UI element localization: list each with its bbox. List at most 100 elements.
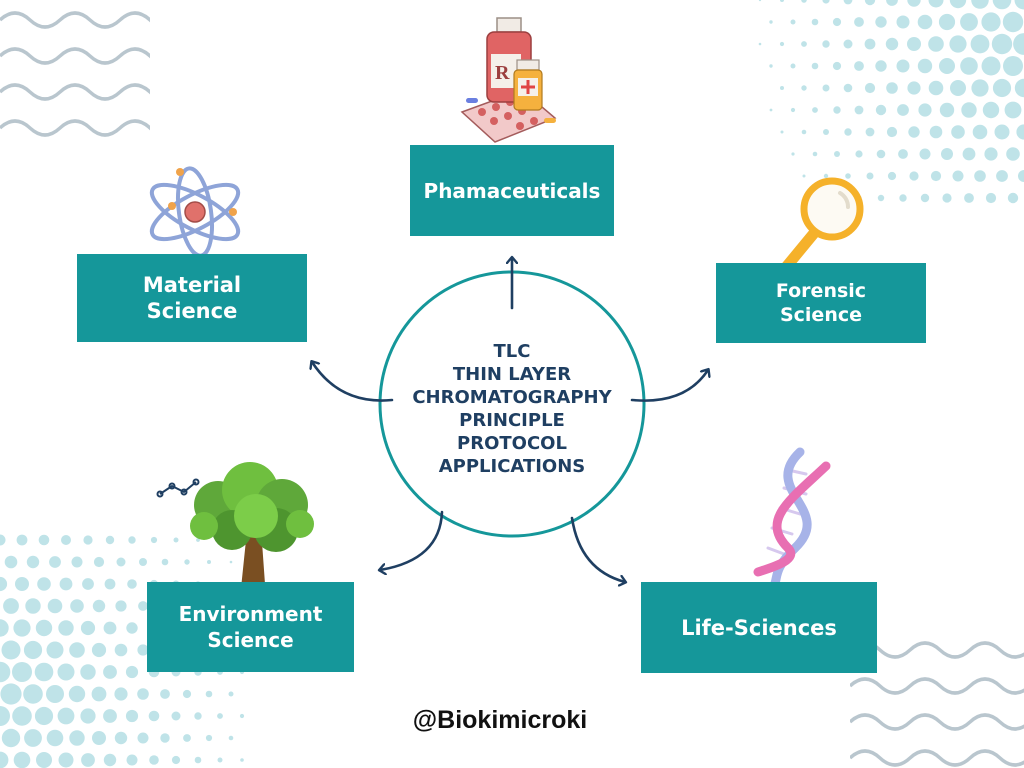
decor-dot [812, 107, 818, 113]
decor-dot [1004, 101, 1022, 119]
decor-dot [15, 577, 29, 591]
decor-dot [811, 62, 819, 70]
decor-dot [69, 642, 85, 658]
decor-dot [929, 125, 943, 139]
decor-dot [960, 57, 978, 75]
decor-dot [13, 619, 31, 637]
decor-dot [964, 193, 974, 203]
decor-dot [812, 151, 818, 157]
decor-dot [974, 170, 986, 182]
decor-dot [951, 125, 965, 139]
decor-dot [972, 124, 988, 140]
decor-dot [917, 14, 933, 30]
decor-dot [917, 58, 933, 74]
decor-dot [950, 80, 966, 96]
decor-dot [908, 126, 920, 138]
small-chart-doodle-icon [156, 478, 200, 498]
decor-dot [971, 79, 989, 97]
decor-dot [886, 82, 898, 94]
medicine-bottles-icon: R [460, 17, 557, 143]
center-title: TLC THIN LAYER CHROMATOGRAPHY PRINCIPLE … [390, 340, 634, 478]
decor-dot [907, 81, 921, 95]
decor-dot [854, 61, 864, 71]
decor-dot [12, 706, 32, 726]
decor-dot [822, 40, 830, 48]
decor-dot [70, 599, 84, 613]
decor-dot [790, 19, 796, 25]
decor-dot [1003, 56, 1023, 76]
decor-dot [918, 103, 932, 117]
decor-dot [843, 39, 853, 49]
decor-dot [875, 104, 887, 116]
box-material-science-line-2: Science [146, 299, 238, 323]
decor-dot [981, 12, 1001, 32]
decor-dot [38, 534, 50, 546]
decor-dot [184, 559, 190, 565]
decor-dot [114, 643, 128, 657]
decor-dot [843, 0, 853, 5]
decor-dot [886, 126, 898, 138]
decor-dot [930, 170, 942, 182]
decor-dot [823, 173, 829, 179]
decor-dot [949, 35, 967, 53]
decor-dot [898, 149, 908, 159]
decor-dot [58, 620, 74, 636]
decor-dot [949, 0, 967, 9]
decor-dot [791, 152, 795, 156]
decor-dot [758, 0, 762, 2]
decor-dot [0, 661, 11, 683]
box-life-sciences: Life-Sciences [641, 582, 877, 673]
decor-dot [866, 172, 874, 180]
decor-dot [83, 535, 93, 545]
decor-dot [801, 0, 807, 3]
decor-dot [194, 712, 202, 720]
wave-pattern-bottom-right [850, 641, 1024, 767]
box-material-science-line-1: Material [142, 273, 242, 297]
box-forensic-science-line-2: Science [779, 304, 862, 326]
decor-dot [183, 734, 191, 742]
decor-dot [961, 102, 977, 118]
decor-dot [994, 124, 1010, 140]
decor-dot [834, 151, 840, 157]
decor-dot [239, 713, 245, 719]
magnifying-glass-icon [776, 177, 864, 278]
decor-dot [93, 556, 105, 568]
decor-dot [801, 129, 807, 135]
decor-dot [61, 535, 71, 545]
decor-dot [833, 106, 841, 114]
decor-dot [1018, 170, 1024, 182]
decor-dot [127, 579, 137, 589]
decor-dot [928, 0, 944, 8]
decor-dot [769, 64, 773, 68]
decor-dot [137, 688, 149, 700]
decor-dot [114, 731, 128, 745]
decor-dot [758, 42, 762, 46]
box-environment-science-line-1: Environment [178, 602, 323, 626]
decor-dot [1016, 124, 1024, 140]
decor-dot [92, 731, 106, 745]
decor-dot [801, 85, 807, 91]
decor-dot [24, 729, 42, 747]
decor-dot [875, 60, 887, 72]
decor-dot [886, 0, 898, 6]
box-forensic-science: Forensic Science [716, 263, 926, 343]
decor-dot [1002, 11, 1024, 33]
decor-dot [952, 170, 964, 182]
center-line-chromatography: CHROMATOGRAPHY [412, 387, 612, 408]
decor-dot [149, 755, 159, 765]
decor-dot [885, 37, 899, 51]
decor-dot [69, 730, 85, 746]
decor-dot [928, 80, 944, 96]
dna-icon [753, 447, 831, 593]
center-line-tlc: TLC [493, 341, 531, 362]
decor-dot [854, 105, 864, 115]
decor-dot [194, 756, 202, 764]
decor-dot [16, 534, 28, 546]
decor-dot [104, 578, 116, 590]
decor-dot [0, 706, 10, 726]
decor-dot [34, 706, 54, 726]
decor-dot [91, 642, 107, 658]
decor-dot [1014, 78, 1024, 98]
decor-dot [985, 192, 997, 204]
